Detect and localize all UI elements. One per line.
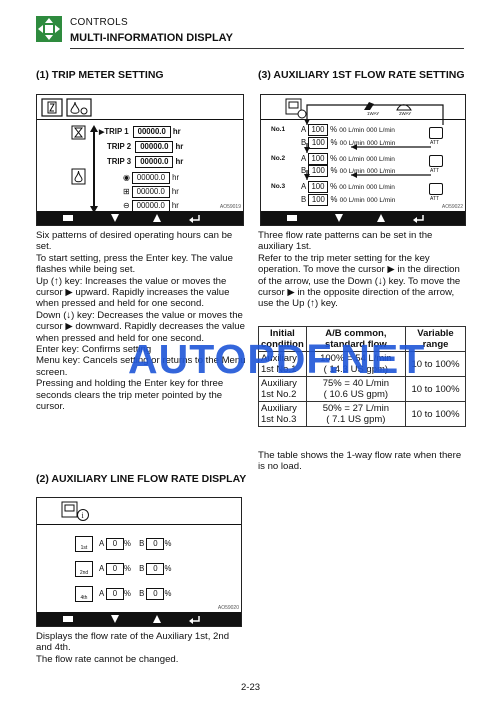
table-note: The table shows the 1-way flow rate when… (258, 450, 462, 473)
trip-row-1: ▶TRIP 1 00000.0 hr (99, 126, 181, 138)
softkey-icons (63, 615, 200, 624)
pattern-no1-b-row: B 100 % 00 L/min 000 L/min (301, 137, 396, 149)
aux-4th-icon: 4th (75, 586, 93, 602)
engine-small-icon: ⊖ (123, 201, 130, 210)
page-header: CONTROLS MULTI-INFORMATION DISPLAY (36, 14, 464, 54)
cursor-cycle-arrow (304, 104, 444, 180)
table-cell: Auxiliary 1st No.3 (258, 401, 307, 427)
table-cell: 10 to 100% (405, 401, 466, 427)
paragraph: Refer to the trip meter setting for the … (258, 252, 461, 310)
section3-text: Three flow rate patterns can be set in t… (258, 230, 468, 310)
table-row: Auxiliary 1st No.1 100% = 54 L/min( 14.3… (258, 351, 466, 377)
attachment-small-icon: ⊞ (123, 187, 130, 196)
pattern-no3-label: No.3 (271, 183, 286, 190)
pattern-no3-b-row: B 100 % 00 L/min 000 L/min (301, 194, 396, 206)
trip-row-3: TRIP 3 00000.0 hr (107, 156, 184, 168)
pattern-no2-label: No.2 (271, 155, 286, 162)
section1-text: Six patterns of desired operating hours … (36, 230, 246, 413)
figure-code: AO59020 (217, 605, 239, 611)
attachment-meter-row: ⊞ 00000.0 hr (123, 186, 179, 198)
paragraph: Three flow rate patterns can be set in t… (258, 230, 433, 253)
paragraph: Pressing and holding the Enter key for t… (36, 378, 224, 413)
table-row: Auxiliary 1st No.3 50% = 27 L/min( 7.1 U… (258, 401, 466, 427)
cursor-range-arrow (90, 125, 98, 213)
aux-2nd-row: A 0% B 0% (99, 563, 172, 575)
pattern-no1-label: No.1 (271, 126, 286, 133)
table-cell: Auxiliary 1st No.1 (258, 351, 307, 377)
aux-4th-row: A 0% B 0% (99, 588, 172, 600)
softkey-icons (287, 214, 424, 223)
paragraph: Enter key: Confirms setting (36, 344, 152, 356)
figure-code: AO59019 (219, 204, 241, 210)
fuel-small-icon: ◉ (123, 173, 130, 182)
aux-1st-icon: 1st (75, 536, 93, 552)
table-cell: 10 to 100% (405, 376, 466, 402)
paragraph: Menu key: Cancels setting or returns to … (36, 355, 246, 378)
watermark: AUTOPDF.NET (128, 336, 426, 382)
table-cell: Auxiliary 1st No.2 (258, 376, 307, 402)
table-cell: 100% = 54 L/min( 14.3 US gpm) (305, 351, 407, 377)
aux-flow-setting-screen: 1WAY 2WAY No.1 A 100 % 00 L/min 000 L/mi… (260, 94, 466, 226)
pattern-no1-a-row: A 100 % 00 L/min 000 L/min (301, 124, 395, 136)
two-way-label: 2WAY (399, 111, 412, 116)
trip-row-2: TRIP 2 00000.0 hr (107, 141, 184, 153)
table-cell: 50% = 27 L/min( 7.1 US gpm) (305, 401, 407, 427)
fuel-meter-row: ◉ 00000.0 hr (123, 172, 180, 184)
aux-2nd-icon: 2nd (75, 561, 93, 577)
pattern-no2-a-row: A 100 % 00 L/min 000 L/min (301, 153, 395, 165)
paragraph: Up (↑) key: Increases the value or moves… (36, 275, 230, 310)
aux-flow-display-screen: i 1st A 0% B 0% 2nd A 0% B 0% 4th A 0% B… (36, 497, 242, 627)
paragraph: Down (↓) key: Decreases the value or mov… (36, 309, 245, 344)
figure-code: AO59022 (441, 204, 463, 210)
att-label-3: ATT (430, 196, 440, 202)
page-number: 2-23 (241, 682, 261, 693)
flow-rate-table: Initial condition A/B common, standard f… (258, 326, 466, 427)
paragraph: Displays the flow rate of the Auxiliary … (36, 631, 230, 654)
table-header-row: Initial condition A/B common, standard f… (258, 326, 466, 352)
hourglass-icon (71, 125, 86, 140)
controls-icon (36, 16, 62, 42)
softkey-bar (37, 211, 243, 225)
trip-meter-tab-icons (41, 98, 92, 117)
section2-text: Displays the flow rate of the Auxiliary … (36, 631, 246, 665)
aux-1st-row: A 0% B 0% (99, 538, 172, 550)
table-header: Variable range (405, 326, 466, 352)
one-way-icon (364, 102, 374, 110)
paragraph: The flow rate cannot be changed. (36, 653, 179, 665)
pattern-no2-b-row: B 100 % 00 L/min 000 L/min (301, 165, 396, 177)
att-box-2 (429, 155, 443, 167)
table-cell: 75% = 40 L/min( 10.6 US gpm) (305, 376, 407, 402)
att-box-3 (429, 183, 443, 195)
table-row: Auxiliary 1st No.2 75% = 40 L/min( 10.6 … (258, 376, 466, 402)
section1-title: (1) TRIP METER SETTING (36, 69, 164, 81)
fuel-drop-icon (71, 168, 86, 185)
softkey-bar (261, 211, 465, 225)
softkey-bar (37, 612, 241, 626)
att-label-1: ATT (430, 140, 440, 146)
one-way-label: 1WAY (367, 111, 380, 116)
header-title: MULTI-INFORMATION DISPLAY (70, 32, 233, 44)
section2-title: (2) AUXILIARY LINE FLOW RATE DISPLAY (36, 473, 247, 485)
pattern-no3-a-row: A 100 % 00 L/min 000 L/min (301, 181, 395, 193)
trip-meter-screen: ▶TRIP 1 00000.0 hr TRIP 2 00000.0 hr TRI… (36, 94, 244, 226)
softkey-icons (63, 214, 200, 223)
table-header: Initial condition (258, 326, 307, 352)
aux-info-icon: i (61, 501, 89, 521)
paragraph: Six patterns of desired operating hours … (36, 230, 233, 253)
header-rule (70, 48, 464, 50)
aux-setting-icon (285, 98, 307, 119)
section3-title: (3) AUXILIARY 1ST FLOW RATE SETTING (258, 69, 465, 81)
att-box-1 (429, 127, 443, 139)
svg-text:i: i (82, 511, 85, 520)
att-label-2: ATT (430, 168, 440, 174)
header-category: CONTROLS (70, 17, 128, 28)
paragraph: To start setting, press the Enter key. T… (36, 252, 233, 276)
